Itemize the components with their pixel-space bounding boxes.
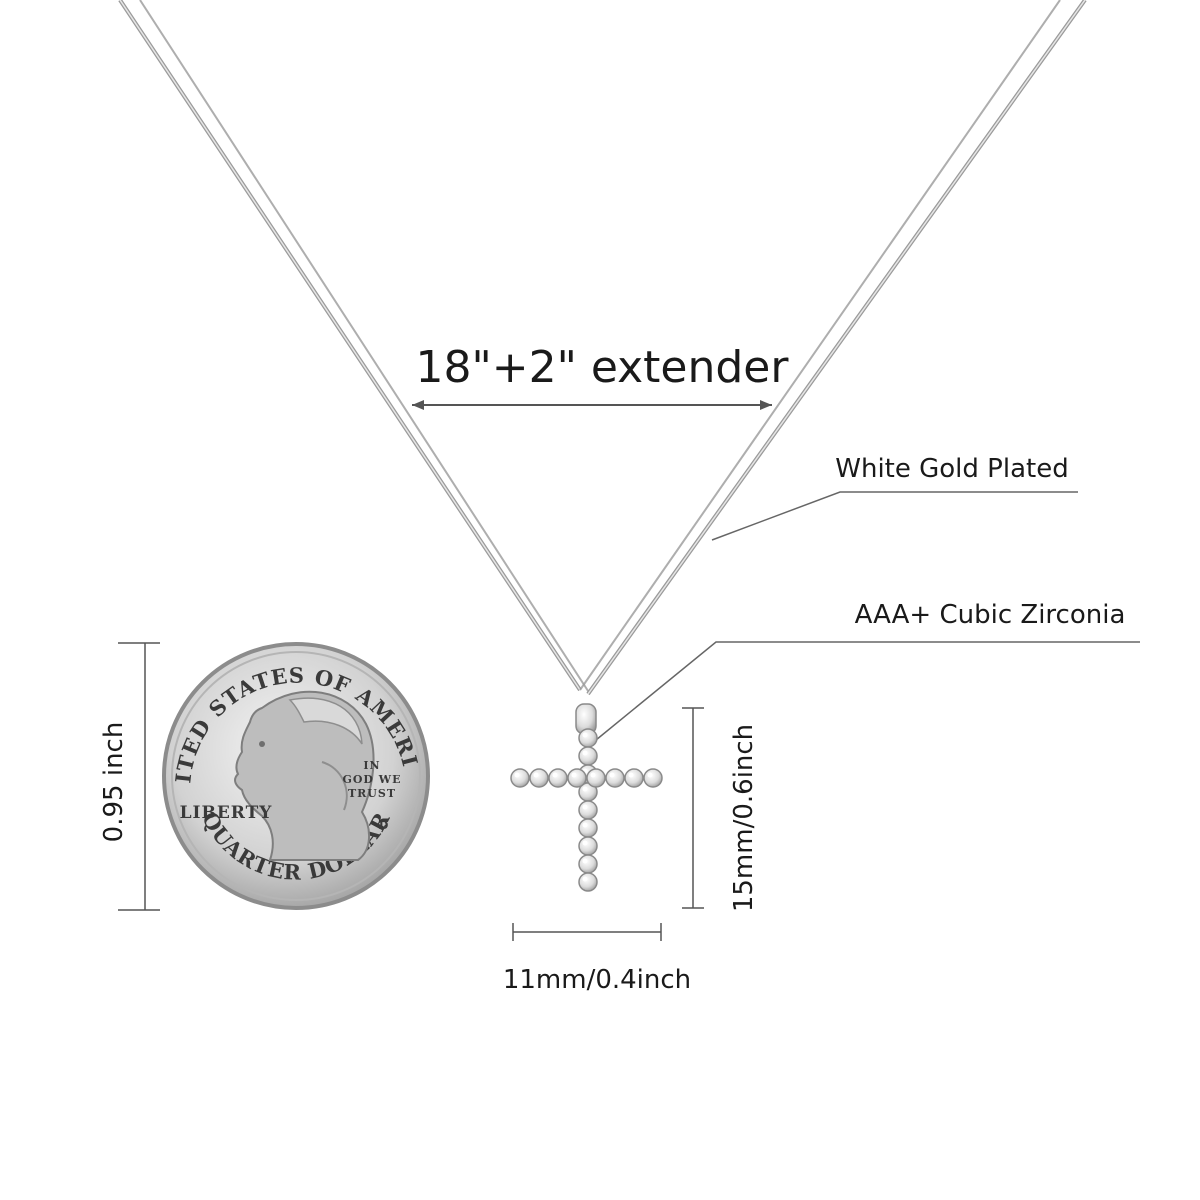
cross-gem-highlight: [582, 876, 588, 882]
chain-length-label: 18"+2" extender: [416, 342, 790, 393]
chain-right-strand-outer: [579, 0, 1061, 691]
cross-gem-highlight: [533, 772, 539, 778]
cross-gem: [605, 768, 625, 788]
cross-gem: [578, 800, 598, 820]
chain-length-dimension: 18"+2" extender: [412, 342, 789, 410]
cross-gem-highlight: [582, 732, 588, 738]
cross-gem: [578, 728, 598, 748]
plating-callout: White Gold Plated: [711, 454, 1078, 541]
pendant-width-dimension: 11mm/0.4inch: [503, 923, 691, 995]
coin-motto-line2: GOD WE: [342, 773, 401, 786]
cross-gem: [578, 836, 598, 856]
cross-gem-highlight: [582, 822, 588, 828]
cross-gem-highlight: [582, 750, 588, 756]
cross-gem: [643, 768, 663, 788]
coin-mint-mark: D: [379, 819, 390, 832]
chain-left-strand-outer: [139, 0, 591, 695]
cross-gem-highlight: [582, 840, 588, 846]
stones-callout: AAA+ Cubic Zirconia: [595, 600, 1140, 741]
cross-gem: [567, 768, 587, 788]
cross-gem-highlight: [582, 786, 588, 792]
cross-gem-highlight: [514, 772, 520, 778]
stones-label: AAA+ Cubic Zirconia: [855, 600, 1126, 630]
coin-height-label: 0.95 inch: [99, 722, 129, 843]
quarter-coin: UNITED STATES OF AMERICA QUARTER DOLLAR …: [0, 0, 430, 910]
cross-gem: [578, 818, 598, 838]
coin-motto-line1: IN: [363, 759, 380, 772]
necklace-chain: [118, 0, 1087, 696]
cross-gem-highlight: [571, 772, 577, 778]
cross-gem-highlight: [582, 804, 588, 810]
washington-portrait: [234, 690, 375, 861]
cross-gem: [624, 768, 644, 788]
cross-pendant: [510, 728, 663, 892]
coin-motto-line3: TRUST: [348, 787, 396, 800]
cross-gem: [578, 872, 598, 892]
pendant-height-dimension: 15mm/0.6inch: [682, 707, 759, 912]
pendant-width-label: 11mm/0.4inch: [503, 965, 691, 995]
cross-gem: [529, 768, 549, 788]
cross-gem: [548, 768, 568, 788]
cross-gem-highlight: [590, 772, 596, 778]
cross-gem: [510, 768, 530, 788]
cross-gem-highlight: [609, 772, 615, 778]
coin-liberty-text: LIBERTY: [180, 803, 273, 823]
plating-label: White Gold Plated: [835, 454, 1068, 484]
cross-gem-highlight: [552, 772, 558, 778]
cross-gem: [578, 854, 598, 874]
cross-gem: [586, 768, 606, 788]
coin-height-dimension: 0.95 inch: [99, 642, 160, 911]
cross-gem-highlight: [628, 772, 634, 778]
pendant-height-label: 15mm/0.6inch: [729, 724, 759, 912]
cross-gem-highlight: [582, 858, 588, 864]
cross-gem: [578, 746, 598, 766]
cross-gem-highlight: [647, 772, 653, 778]
